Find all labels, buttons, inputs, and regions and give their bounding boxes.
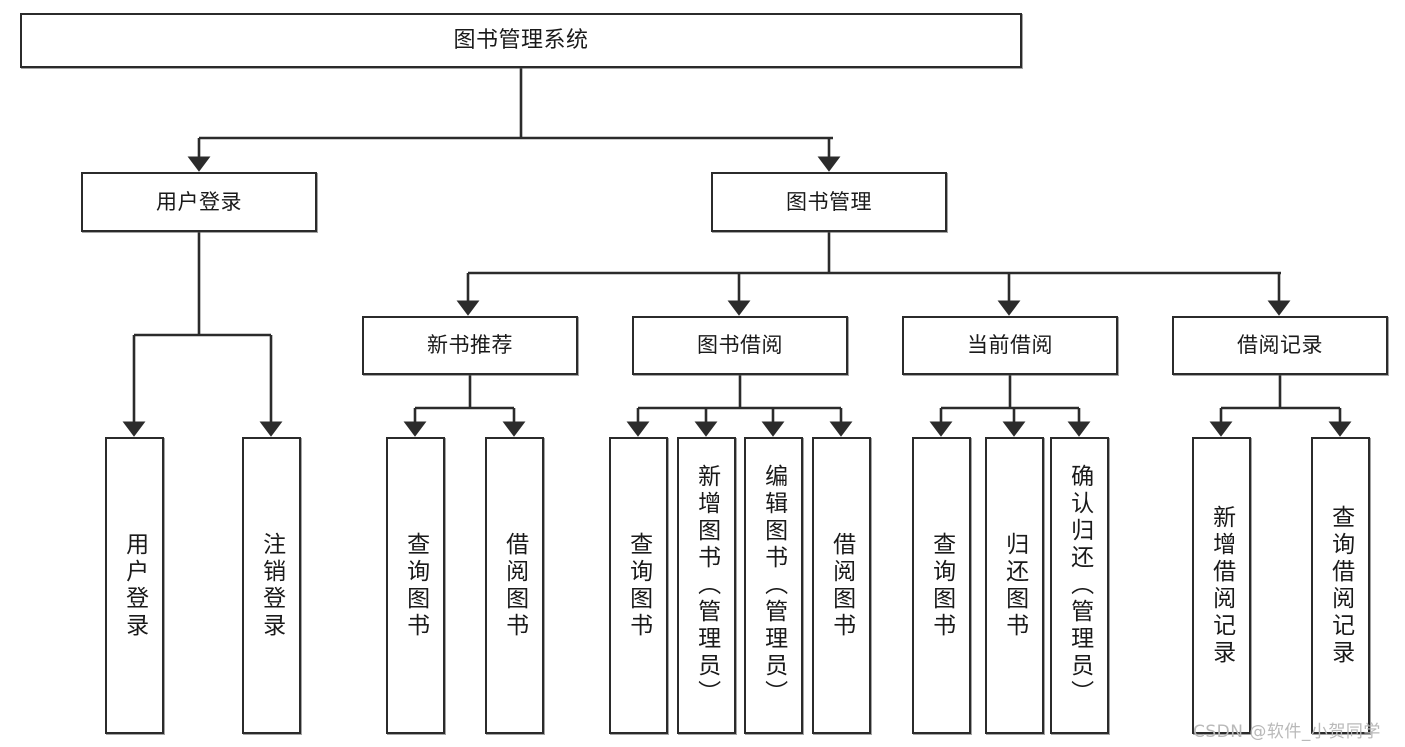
leaf-borrow-book-2-label: 借阅图书	[828, 531, 855, 640]
leaf-return-book[interactable]: 归还图书	[985, 437, 1044, 734]
node-book-borrow[interactable]: 图书借阅	[632, 316, 848, 375]
leaf-user-login[interactable]: 用户登录	[105, 437, 164, 734]
node-current-borrow-label: 当前借阅	[967, 333, 1053, 358]
leaf-borrow-book-2[interactable]: 借阅图书	[812, 437, 871, 734]
leaf-query-book-3[interactable]: 查询图书	[912, 437, 971, 734]
leaf-add-book[interactable]: 新增图书（管理员）	[677, 437, 736, 734]
leaf-user-logout[interactable]: 注销登录	[242, 437, 301, 734]
leaf-return-book-label: 归还图书	[1001, 531, 1028, 640]
leaf-query-book-1-label: 查询图书	[402, 531, 429, 640]
node-root-label: 图书管理系统	[453, 27, 589, 53]
leaf-add-book-label: 新增图书（管理员）	[693, 464, 720, 707]
leaf-user-login-label: 用户登录	[121, 531, 148, 640]
leaf-borrow-book-1-label: 借阅图书	[501, 531, 528, 640]
leaf-query-record[interactable]: 查询借阅记录	[1311, 437, 1370, 734]
node-current-borrow[interactable]: 当前借阅	[902, 316, 1118, 375]
node-user-login[interactable]: 用户登录	[81, 172, 317, 232]
leaf-edit-book-label: 编辑图书（管理员）	[760, 464, 787, 707]
leaf-confirm-return[interactable]: 确认归还（管理员）	[1050, 437, 1109, 734]
node-new-book-rec[interactable]: 新书推荐	[362, 316, 578, 375]
node-user-login-label: 用户登录	[156, 189, 242, 214]
leaf-edit-book[interactable]: 编辑图书（管理员）	[744, 437, 803, 734]
node-new-book-rec-label: 新书推荐	[427, 333, 513, 358]
node-borrow-record[interactable]: 借阅记录	[1172, 316, 1388, 375]
node-book-manage[interactable]: 图书管理	[711, 172, 947, 232]
leaf-confirm-return-label: 确认归还（管理员）	[1066, 464, 1093, 707]
node-book-borrow-label: 图书借阅	[697, 333, 783, 358]
node-root[interactable]: 图书管理系统	[20, 13, 1022, 68]
node-borrow-record-label: 借阅记录	[1237, 333, 1323, 358]
leaf-user-logout-label: 注销登录	[258, 531, 285, 640]
leaf-query-book-2-label: 查询图书	[625, 531, 652, 640]
node-book-manage-label: 图书管理	[786, 189, 872, 214]
leaf-add-record[interactable]: 新增借阅记录	[1192, 437, 1251, 734]
leaf-borrow-book-1[interactable]: 借阅图书	[485, 437, 544, 734]
leaf-query-book-1[interactable]: 查询图书	[386, 437, 445, 734]
leaf-query-record-label: 查询借阅记录	[1327, 504, 1354, 667]
leaf-query-book-3-label: 查询图书	[928, 531, 955, 640]
watermark: CSDN @软件_小贺同学	[1193, 722, 1381, 742]
leaf-add-record-label: 新增借阅记录	[1208, 504, 1235, 667]
leaf-query-book-2[interactable]: 查询图书	[609, 437, 668, 734]
